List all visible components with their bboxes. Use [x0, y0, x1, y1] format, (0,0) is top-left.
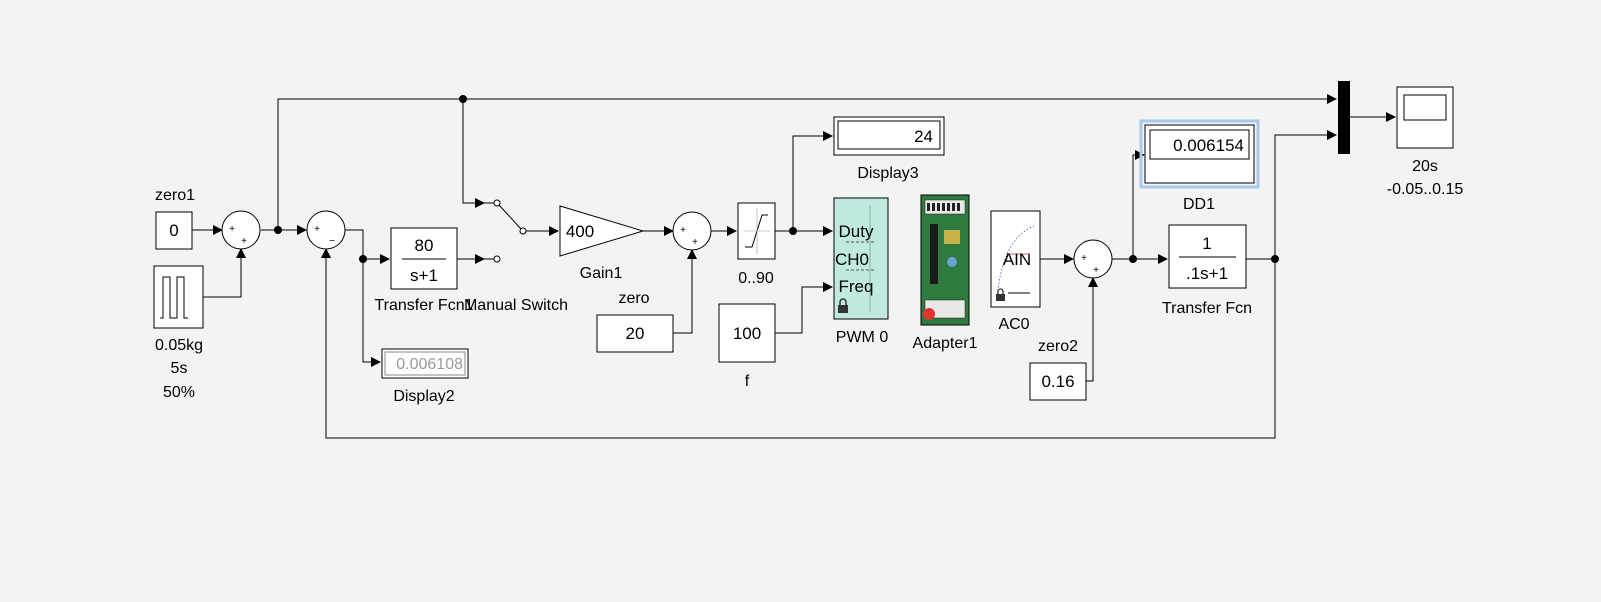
adapter1-label: Adapter1 [913, 335, 978, 352]
ac0-box[interactable] [990, 210, 1041, 308]
scope-screen-icon [1403, 94, 1447, 121]
sum2-sign-left: + [314, 224, 320, 235]
sum3-sign-bottom: + [692, 237, 698, 248]
scope-time-range: 20s [1412, 158, 1438, 175]
sum1-sign-left: + [229, 224, 235, 235]
zero-block[interactable]: zero 20 [596, 290, 674, 353]
f-value: 100 [733, 324, 761, 343]
sum3-block[interactable]: + + [672, 211, 712, 251]
wire-f-pwm[interactable] [775, 282, 833, 334]
pulse-amplitude: 0.05kg [155, 337, 203, 354]
tf-denominator: .1s+1 [1186, 264, 1228, 283]
pulse-wave-icon [160, 276, 188, 319]
pulse-duty: 50% [163, 384, 195, 401]
tf-label: Transfer Fcn [1162, 300, 1252, 317]
sum2-sign-bottom: − [329, 236, 335, 247]
wire-sat-display3[interactable] [792, 131, 833, 231]
pwm0-port-ch0: CH0 [835, 250, 869, 269]
manual-switch-block[interactable]: Manual Switch [464, 199, 568, 314]
zero-label: zero [618, 290, 649, 307]
zero2-block[interactable]: zero2 0.16 [1029, 338, 1087, 401]
ac0-label: AC0 [998, 316, 1029, 333]
gain1-triangle[interactable] [559, 205, 645, 257]
zero2-label: zero2 [1038, 338, 1078, 355]
wire-zero-sum3[interactable] [673, 249, 697, 334]
ac0-port-ain: AIN [1003, 250, 1031, 269]
tf1-denominator: s+1 [410, 266, 438, 285]
wire-top-switch[interactable] [462, 99, 485, 208]
dd1-value: 0.006154 [1173, 136, 1244, 155]
zero2-value: 0.16 [1041, 372, 1074, 391]
sum1-sign-bottom: + [241, 236, 247, 247]
pulse-generator-block[interactable]: 0.05kg 5s 50% [153, 265, 204, 401]
pwm0-port-freq: Freq [839, 277, 874, 296]
signal-lines [191, 94, 1396, 439]
saturation-block[interactable]: 0..90 [737, 202, 776, 287]
sum4-sign-bottom: + [1093, 265, 1099, 276]
lock-icon [996, 288, 1005, 301]
zero2-box[interactable] [1029, 362, 1087, 401]
pwm0-port-duty: Duty [839, 222, 874, 241]
zero1-box[interactable] [155, 211, 193, 250]
tf1-numerator: 80 [415, 236, 434, 255]
dd1-label: DD1 [1183, 196, 1215, 213]
display2-block[interactable]: 0.006108 Display2 [381, 348, 469, 405]
wire-zero2-sum4[interactable] [1086, 277, 1098, 382]
zero1-label: zero1 [155, 187, 195, 204]
selection-highlight [1139, 119, 1260, 189]
saturation-label: 0..90 [738, 270, 774, 287]
display2-label: Display2 [393, 388, 454, 405]
pwm0-label: PWM 0 [836, 329, 889, 346]
gain1-label: Gain1 [580, 265, 623, 282]
scope-y-range: -0.05..0.15 [1387, 181, 1464, 198]
mux-block[interactable] [1338, 81, 1350, 154]
f-box[interactable] [718, 303, 776, 363]
sum2-block[interactable]: + − [306, 210, 346, 250]
zero1-value: 0 [169, 221, 178, 240]
zero1-block[interactable]: zero1 0 [155, 187, 195, 250]
wire-feedback[interactable] [321, 248, 1276, 439]
wire-pulse-sum1[interactable] [203, 248, 246, 298]
ac0-curve-icon [996, 225, 1035, 299]
wire-top-feed[interactable] [277, 94, 1337, 230]
scope-block[interactable]: 20s -0.05..0.15 [1387, 86, 1464, 198]
display3-label: Display3 [857, 165, 918, 182]
wire-sum2-display2[interactable] [362, 259, 381, 367]
sum4-sign-left: + [1081, 253, 1087, 264]
display3-block[interactable]: 24 Display3 [833, 116, 945, 182]
sum1-circle[interactable] [221, 210, 261, 250]
sum2-circle[interactable] [306, 210, 346, 250]
wire-tf-mux[interactable] [1246, 130, 1337, 260]
sum4-block[interactable]: + + [1073, 239, 1113, 279]
pulse-box[interactable] [153, 265, 204, 329]
gain1-value: 400 [566, 222, 594, 241]
wire-sum2-tf1[interactable] [345, 229, 390, 264]
dd1-display-block[interactable]: 0.006154 DD1 [1139, 119, 1260, 213]
display2-value: 0.006108 [396, 356, 463, 373]
sum4-circle[interactable] [1073, 239, 1113, 279]
lock-icon [838, 298, 848, 313]
gain1-block[interactable]: 400 Gain1 [559, 205, 645, 282]
zero-value: 20 [626, 324, 645, 343]
tf1-label: Transfer Fcn1 [375, 297, 474, 314]
display3-value: 24 [914, 127, 933, 146]
switch-lever[interactable] [498, 204, 522, 230]
zero-box[interactable] [596, 314, 674, 353]
transfer-fcn1-block[interactable]: 80 s+1 Transfer Fcn1 [375, 227, 474, 314]
f-label: f [745, 373, 750, 390]
pwm0-block[interactable]: Duty CH0 Freq PWM 0 [833, 197, 889, 346]
adapter1-block[interactable]: Adapter1 [913, 194, 978, 352]
sum3-circle[interactable] [672, 211, 712, 251]
pulse-period: 5s [171, 360, 188, 377]
ac0-block[interactable]: AIN AC0 [990, 210, 1041, 333]
sum3-sign-left: + [680, 225, 686, 236]
tf-numerator: 1 [1202, 234, 1211, 253]
transfer-fcn-block[interactable]: 1 .1s+1 Transfer Fcn [1162, 224, 1252, 317]
f-block[interactable]: 100 f [718, 303, 776, 390]
mux-bar[interactable] [1338, 81, 1350, 154]
switch-label: Manual Switch [464, 297, 568, 314]
sum1-block[interactable]: + + [221, 210, 261, 250]
adapter1-badge-icon [923, 308, 935, 320]
junction-dots [274, 95, 1279, 263]
